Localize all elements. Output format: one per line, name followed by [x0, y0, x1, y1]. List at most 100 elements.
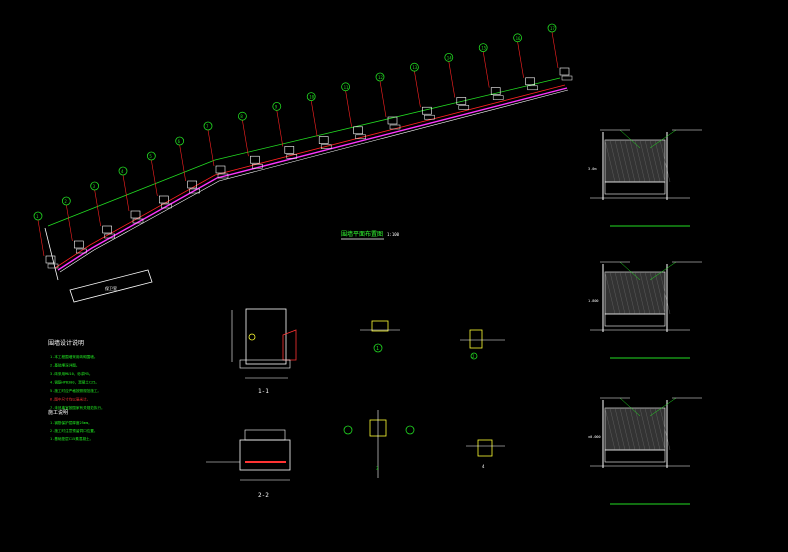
axis-circle: [444, 53, 454, 62]
pier-tag: [217, 173, 229, 179]
section-lower-top: [244, 429, 286, 441]
elevation-hatch: [619, 407, 631, 451]
plan-title: 围墙平面布置图: [341, 230, 383, 238]
pier-box: [525, 77, 535, 86]
axis-leader: [179, 144, 186, 182]
elevation-hatch: [644, 407, 656, 451]
elevation-hatch: [634, 271, 646, 315]
pier-box: [284, 146, 295, 154]
detail-4-block: [477, 439, 493, 457]
elevation-view: ±0.000: [588, 397, 702, 505]
elevation-hatch: [614, 271, 626, 315]
axis-leader: [482, 51, 490, 88]
axis-circle: [90, 181, 100, 191]
detail-3-bubble-right: [405, 425, 415, 435]
note-line: 1.本工程围墙采用砖砌围墙。: [50, 354, 97, 359]
elevation-hatch: [634, 407, 646, 451]
elevation-hatch: [659, 407, 671, 451]
elevation-level-label: 1.800: [588, 299, 599, 303]
elevation-leader: [619, 261, 641, 281]
axis-number: 1: [36, 214, 39, 219]
section-upper-base: [239, 359, 291, 369]
pier-tag: [189, 188, 200, 194]
note-line: 5.施工时应严格按照规范施工。: [50, 388, 101, 393]
elevation-hatch: [624, 271, 636, 315]
axis-leader: [379, 80, 387, 118]
axis-number: 11: [344, 85, 349, 90]
detail-4-number: 4: [482, 464, 485, 469]
elevation-hatch: [609, 139, 621, 183]
note-line: 4.钢筋HPB300，混凝土C25。: [50, 380, 99, 385]
axis-number: 2: [64, 199, 67, 204]
elevation-hatch: [614, 407, 626, 451]
plan-wall-end-left: [44, 227, 59, 281]
elevation-hatch: [654, 271, 666, 315]
pier-box: [456, 97, 467, 105]
pier-tag: [286, 154, 298, 159]
elevation-hatch: [644, 271, 656, 315]
plan-wall-white: [59, 89, 569, 273]
axis-bubble: 16: [513, 33, 524, 78]
elevation-leader: [619, 129, 641, 149]
axis-circle: [272, 102, 282, 111]
note2-line: 1.基础垫层C15素混凝土。: [50, 436, 93, 441]
pier-tag: [104, 233, 115, 239]
axis-circle: [203, 121, 213, 131]
elevation-hatch: [644, 139, 656, 183]
elevation-hatch: [629, 271, 641, 315]
section-lower-label: 2-2: [258, 492, 269, 499]
axis-leader: [151, 159, 158, 197]
axis-bubble: 14: [444, 53, 456, 98]
axis-bubble: 5: [146, 151, 158, 197]
axis-bubble: 9: [272, 102, 284, 147]
axis-number: 13: [412, 65, 417, 70]
pier-tag: [458, 105, 470, 110]
plan-axis-line: [47, 77, 561, 227]
detail-2-bubble: [470, 352, 478, 360]
axis-bubble: 17: [547, 23, 559, 69]
axis-leader: [310, 100, 318, 137]
pier-box: [387, 116, 398, 125]
elevation-hatch: [629, 139, 641, 183]
axis-circle: [33, 211, 43, 221]
pier-tag: [389, 124, 401, 130]
pier-box: [318, 136, 329, 144]
elevation-hatch: [604, 139, 616, 183]
detail-1: 1: [360, 320, 400, 353]
elevation-hatch: [634, 139, 646, 183]
elevation-leader: [649, 397, 677, 417]
axis-bubble: 15: [478, 43, 490, 88]
section-upper: 1-1: [231, 308, 297, 395]
axis-number: 12: [378, 75, 383, 80]
section-upper-rect: [245, 308, 287, 365]
axis-bubble: 2: [61, 196, 73, 242]
elevation-view: 1.800: [588, 261, 702, 359]
notes-block: 围墙设计说明 1.本工程围墙采用砖砌围墙。2.基础埋深详图。3.砖采用MU10，…: [48, 339, 105, 441]
elevation-hatch: [614, 139, 626, 183]
plan-wall-red: [54, 84, 566, 269]
axis-number: 6: [178, 139, 181, 144]
pier-tag: [47, 263, 59, 269]
pier-box: [159, 195, 169, 204]
guardhouse-label: 保卫室: [105, 285, 117, 291]
section-upper-hatch: [282, 329, 297, 361]
elevation-hatch: [639, 139, 651, 183]
axis-bubble: 8: [237, 111, 249, 157]
axis-number: 4: [121, 169, 124, 174]
axis-number: 8: [240, 114, 243, 119]
pier-box: [559, 67, 570, 76]
pier-tag: [132, 218, 144, 224]
elevation-hatch: [619, 139, 631, 183]
axis-circle: [409, 62, 419, 72]
axis-leader: [448, 61, 456, 98]
elevation-hatch: [654, 139, 666, 183]
note-line: 2.基础埋深详图。: [50, 363, 79, 368]
axis-bubble: 7: [203, 121, 215, 167]
notes-title: 围墙设计说明: [48, 339, 84, 347]
pier-tag: [527, 85, 538, 91]
axis-leader: [66, 204, 73, 242]
pier-box: [422, 106, 432, 115]
axis-bubble: 11: [341, 82, 352, 127]
axis-bubble: 12: [375, 72, 387, 118]
